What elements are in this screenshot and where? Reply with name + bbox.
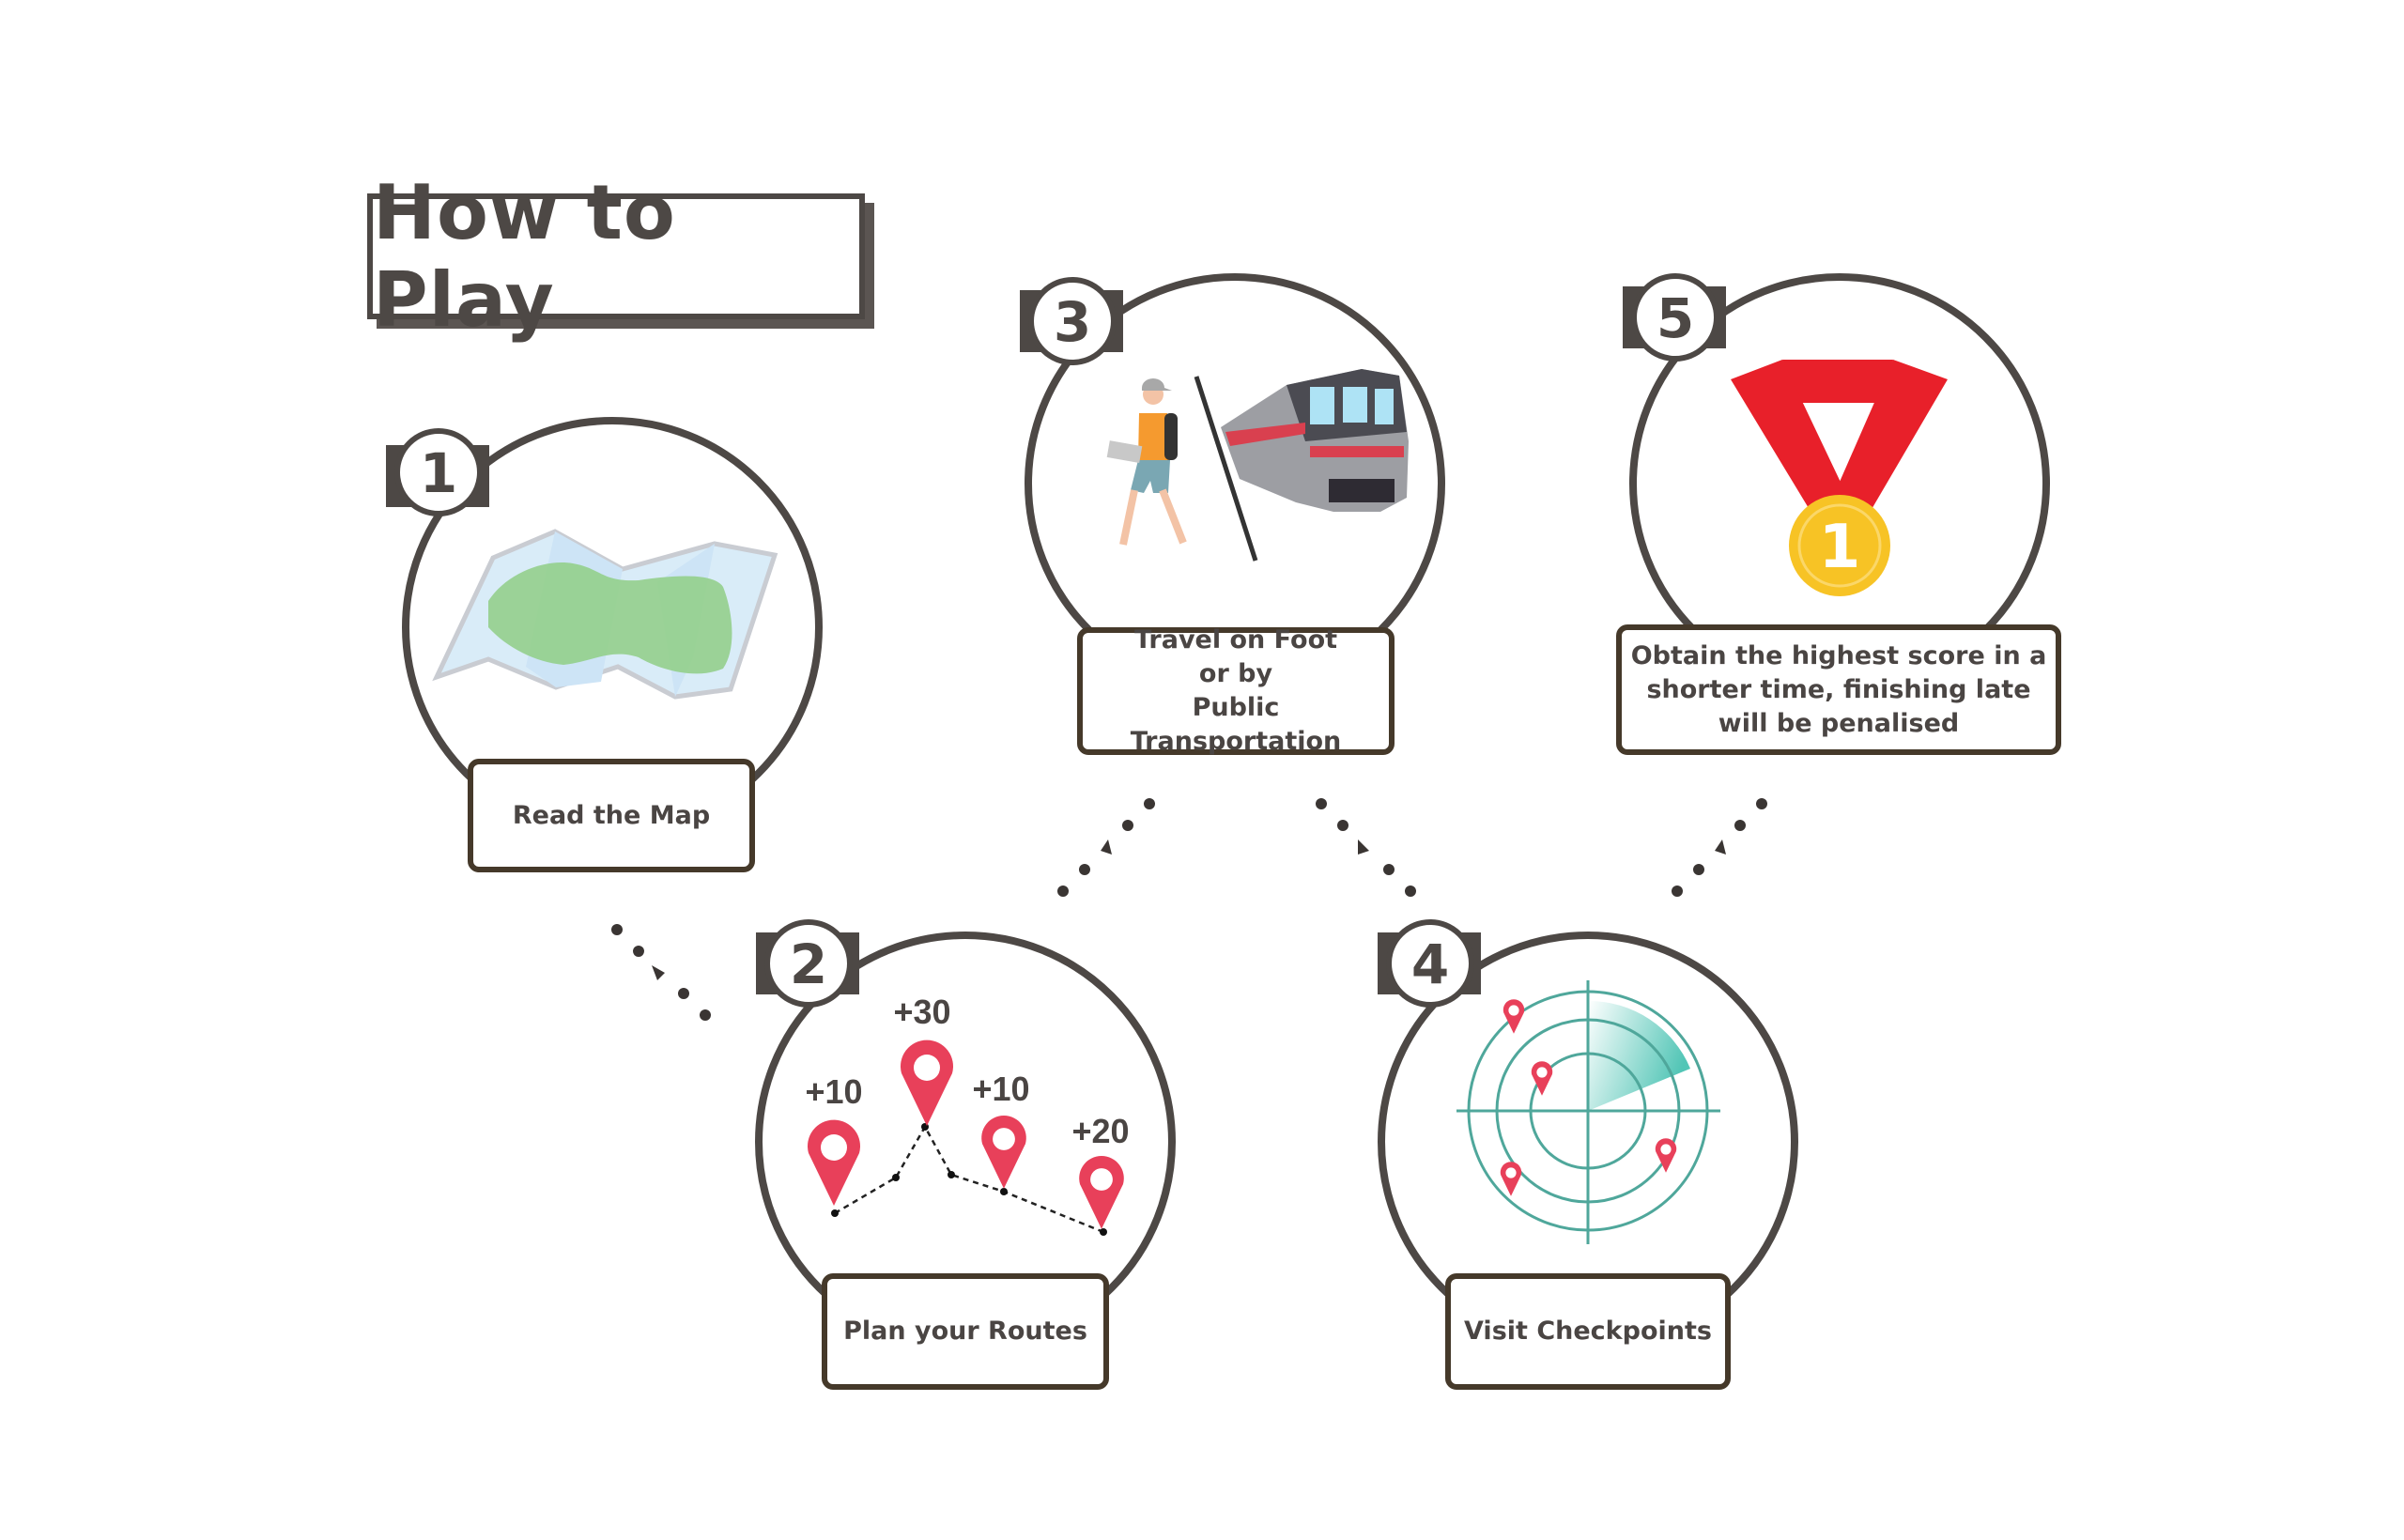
svg-text:3: 3	[1054, 290, 1091, 354]
medal-number: 1	[1819, 513, 1861, 582]
step-5-text-line: Obtain the highest score in a	[1630, 640, 2047, 670]
step-1-badge: 1	[386, 428, 489, 516]
step-3-text-line: or by	[1198, 659, 1273, 688]
step-3-label: Travel on Foot or by Public Transportati…	[1077, 625, 1395, 756]
step-5-text-line: will be penalised	[1718, 708, 1960, 738]
step-4-badge: 4	[1378, 919, 1481, 1008]
step-1-label: Read the Map	[468, 759, 755, 872]
title-box: How to Play	[367, 169, 865, 344]
step-5-text-line: shorter time, finishing late	[1646, 674, 2031, 704]
gold-medal-icon: 1	[1731, 360, 1948, 596]
svg-text:2: 2	[790, 932, 827, 996]
score-label: +10	[805, 1072, 862, 1111]
step-4-text: Visit Checkpoints	[1464, 1317, 1712, 1346]
score-label: +30	[893, 993, 950, 1031]
score-label: +20	[1071, 1112, 1129, 1150]
connector-5-4	[1672, 798, 1767, 897]
svg-text:1: 1	[420, 441, 457, 505]
walker-and-train-icon	[1106, 369, 1409, 562]
folded-map-icon	[432, 529, 778, 700]
step-2-label: Plan your Routes	[822, 1273, 1109, 1390]
connector-1-2	[611, 924, 711, 1021]
step-3-text-line: Public Transportation	[1130, 693, 1342, 756]
svg-text:5: 5	[1657, 286, 1694, 350]
route-pins-icon: +10 +30 +10 +20	[805, 993, 1130, 1236]
step-2-text: Plan your Routes	[843, 1317, 1087, 1346]
step-1-text: Read the Map	[512, 800, 711, 830]
step-3-text-line: Travel on Foot	[1133, 625, 1338, 654]
connector-dots	[611, 798, 1767, 1021]
step-2-badge: 2	[756, 919, 859, 1008]
radar-icon	[1456, 980, 1720, 1244]
page-title: How to Play	[373, 169, 676, 344]
connector-3-2	[1057, 798, 1155, 897]
svg-text:4: 4	[1411, 932, 1449, 996]
step-3-badge: 3	[1020, 277, 1123, 365]
step-5-label: Obtain the highest score in a shorter ti…	[1616, 624, 2061, 755]
step-4-label: Visit Checkpoints	[1445, 1273, 1731, 1390]
connector-3-4	[1316, 798, 1416, 897]
step-5-badge: 5	[1623, 273, 1726, 362]
score-label: +10	[972, 1070, 1029, 1108]
